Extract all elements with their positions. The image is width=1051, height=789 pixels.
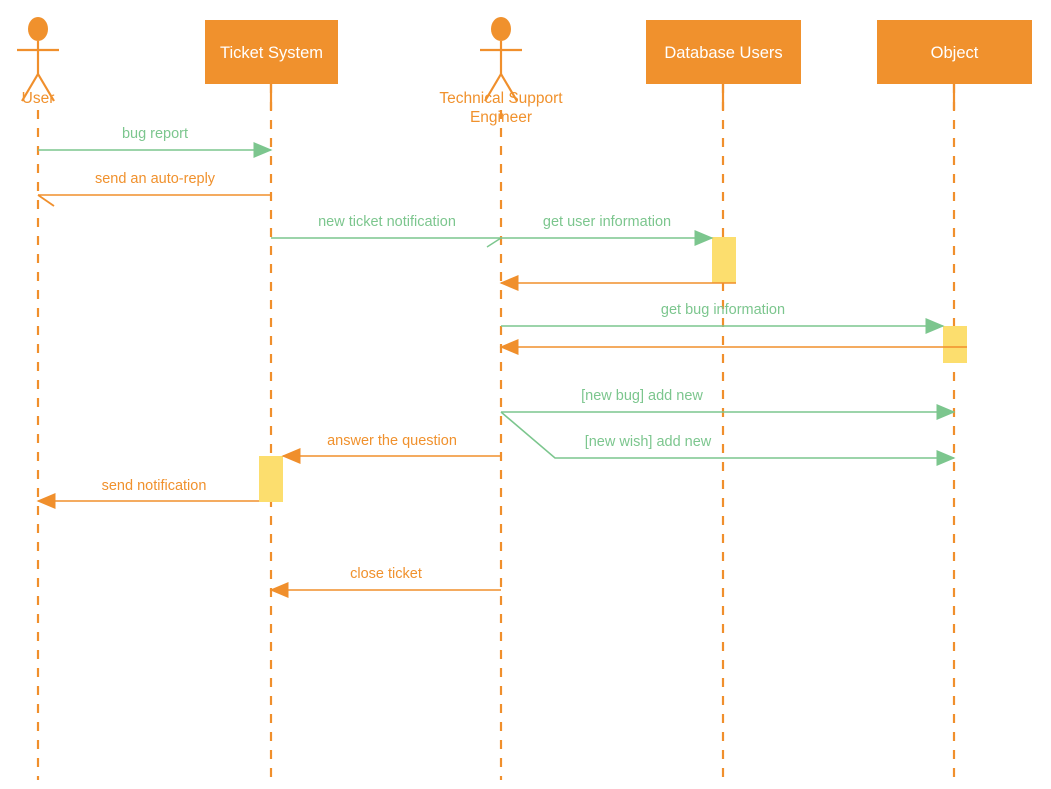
msg-close-ticket[interactable]: close ticket (269, 566, 501, 598)
msg-bug-report[interactable]: bug report (38, 126, 273, 158)
msg-new-bug-add-new[interactable]: [new bug] add new (501, 388, 956, 420)
actor-leg-left-user (21, 73, 39, 102)
msg-send-auto-reply[interactable]: send an auto-reply (37, 171, 271, 207)
participant-box-ticket-system[interactable] (205, 20, 338, 84)
activation-bars-layer (259, 237, 967, 502)
msg-answer-the-question-label: answer the question (327, 433, 457, 449)
participant-object[interactable]: Object (877, 20, 1032, 110)
participant-ticket-system[interactable]: Ticket System (205, 20, 338, 110)
msg-new-ticket-notification[interactable]: new ticket notification (271, 214, 502, 248)
participant-label-ticket-system: Ticket System (220, 44, 323, 62)
participant-database-users[interactable]: Database Users (646, 20, 801, 110)
msg-new-ticket-notification-label: new ticket notification (318, 214, 456, 230)
msg-close-ticket-label: close ticket (350, 566, 422, 582)
lifelines-layer (36, 84, 956, 780)
participant-label-user: User (22, 90, 55, 107)
activation-bar-ticket-system[interactable] (259, 456, 283, 502)
msg-new-ticket-notification-tail (486, 237, 502, 248)
activation-bar-database-users[interactable] (712, 237, 736, 283)
msg-get-bug-information-label: get bug information (661, 302, 785, 318)
actor-head-technical-support-engineer (491, 17, 511, 41)
msg-get-user-information[interactable]: get user information (501, 214, 714, 246)
activation-bar-object[interactable] (943, 326, 967, 363)
msg-send-auto-reply-arrowhead (37, 194, 55, 207)
messages-layer: bug report send an auto-reply new ticket n… (36, 126, 967, 598)
msg-new-bug-add-new-label: [new bug] add new (581, 388, 703, 404)
msg-send-notification[interactable]: send notification (36, 478, 259, 509)
participant-box-database-users[interactable] (646, 20, 801, 84)
msg-get-user-information-label: get user information (543, 214, 671, 230)
msg-new-wish-add-new-line (500, 411, 956, 466)
msg-new-wish-add-new[interactable]: [new wish] add new (500, 411, 956, 466)
actor-leg-right-technical-support-engineer (500, 73, 518, 102)
msg-answer-the-question[interactable]: answer the question (281, 433, 501, 464)
msg-new-wish-add-new-label: [new wish] add new (585, 434, 712, 450)
participant-label2-technical-support-engineer: Engineer (470, 109, 532, 126)
msg-bug-report-label: bug report (122, 126, 188, 142)
participant-label-database-users: Database Users (664, 44, 782, 62)
actor-leg-left-technical-support-engineer (484, 73, 502, 102)
participant-box-object[interactable] (877, 20, 1032, 84)
participant-label-technical-support-engineer: Technical Support (439, 90, 563, 107)
msg-send-auto-reply-label: send an auto-reply (95, 171, 216, 187)
participant-user[interactable]: User (17, 17, 59, 107)
actor-head-user (28, 17, 48, 41)
msg-send-notification-label: send notification (102, 478, 207, 494)
participant-label-object: Object (931, 44, 979, 62)
msg-get-bug-information[interactable]: get bug information (501, 302, 945, 334)
actor-leg-right-user (37, 73, 55, 102)
